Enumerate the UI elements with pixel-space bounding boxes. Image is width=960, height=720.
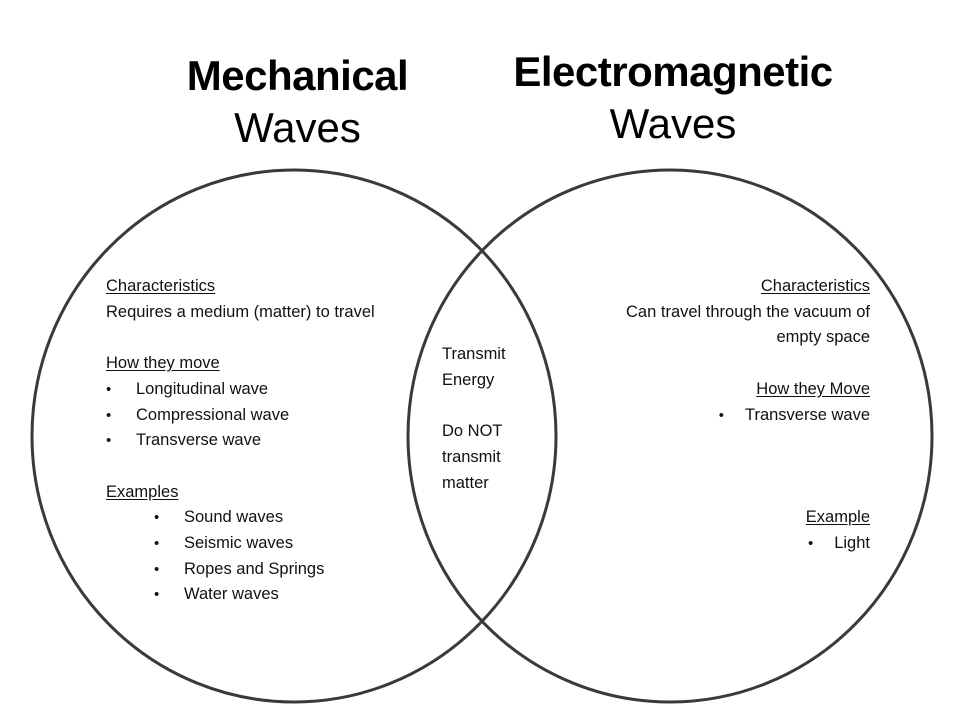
list-item: •Transverse wave [106, 428, 396, 454]
left-circle-mechanical [30, 168, 558, 704]
overlap-line: matter [442, 473, 489, 492]
bullet-icon: • [106, 406, 112, 424]
list-item: •Compressional wave [106, 403, 396, 429]
bullet-icon: • [154, 560, 160, 578]
mechanical-examples-list: •Sound waves •Seismic waves •Ropes and S… [106, 505, 396, 608]
list-item: •Ropes and Springs [106, 557, 396, 583]
electromagnetic-characteristics-line: empty space [776, 328, 870, 347]
bullet-icon: • [106, 380, 112, 398]
electromagnetic-move-heading: How they Move [756, 379, 870, 398]
overlap-line: Energy [442, 370, 495, 389]
list-item: •Seismic waves [106, 531, 396, 557]
bullet-icon: • [807, 534, 814, 552]
mechanical-characteristics-text: Requires a medium (matter) to travel [106, 302, 375, 321]
mechanical-content: Characteristics Requires a medium (matte… [106, 274, 396, 608]
bullet-icon: • [106, 432, 112, 450]
overlap-line: Transmit [442, 345, 506, 363]
list-item: •Light [560, 531, 870, 557]
mechanical-move-list: •Longitudinal wave •Compressional wave •… [106, 377, 396, 454]
list-item: •Sound waves [106, 505, 396, 531]
bullet-icon: • [154, 535, 160, 552]
mechanical-move-heading: How they move [106, 354, 220, 373]
bullet-icon: • [154, 586, 160, 604]
electromagnetic-move-list: •Transverse wave [560, 403, 870, 429]
electromagnetic-title-bold: Electromagnetic [513, 48, 833, 95]
right-circle-electromagnetic [406, 168, 934, 704]
bullet-icon: • [718, 406, 724, 424]
electromagnetic-content: Characteristics Can travel through the v… [560, 274, 870, 557]
mechanical-examples-heading: Examples [106, 482, 179, 501]
mechanical-title-bold: Mechanical [186, 52, 409, 99]
electromagnetic-characteristics-heading: Characteristics [760, 277, 870, 295]
bullet-icon: • [154, 509, 160, 527]
electromagnetic-example-list: •Light [560, 531, 870, 557]
electromagnetic-title-waves: Waves [609, 100, 737, 148]
electromagnetic-example-heading: Example [805, 508, 870, 527]
overlap-line: Do NOT [442, 422, 503, 441]
overlap-line: transmit [442, 447, 501, 466]
list-item: •Longitudinal wave [106, 377, 396, 403]
list-item: •Water waves [106, 582, 396, 608]
overlap-content: Transmit Energy Do NOT transmit matter [442, 342, 542, 496]
electromagnetic-characteristics-line: Can travel through the vacuum of [626, 302, 870, 321]
mechanical-title-waves: Waves [234, 104, 361, 152]
mechanical-characteristics-heading: Characteristics [106, 277, 216, 295]
electromagnetic-waves-title: Electromagnetic Waves [478, 48, 868, 149]
mechanical-waves-title: Mechanical Waves [150, 52, 445, 153]
list-item: •Transverse wave [560, 403, 870, 429]
